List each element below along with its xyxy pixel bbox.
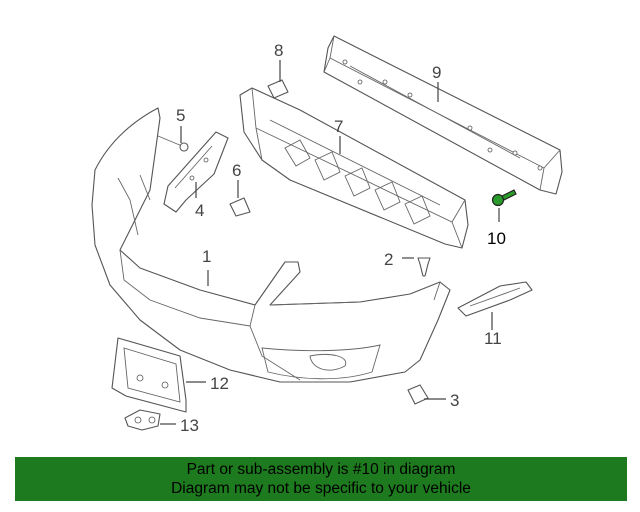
callout-9: 9 bbox=[432, 63, 441, 82]
callout-2: 2 bbox=[384, 250, 393, 269]
callout-11: 11 bbox=[484, 329, 502, 348]
parts-diagram: 1 2 3 4 5 6 7 8 9 10 11 12 13 bbox=[91, 35, 563, 435]
bolt-part-10 bbox=[491, 189, 517, 207]
callout-10: 10 bbox=[487, 229, 506, 248]
callout-7: 7 bbox=[334, 117, 343, 136]
screw-part bbox=[417, 257, 431, 277]
callout-1: 1 bbox=[202, 247, 211, 266]
callout-8: 8 bbox=[274, 41, 283, 60]
callout-4: 4 bbox=[195, 201, 204, 220]
diagram-canvas: 1 2 3 4 5 6 7 8 9 10 11 12 13 bbox=[91, 35, 563, 435]
clip-part bbox=[267, 79, 289, 99]
reinforcement-beam bbox=[323, 35, 563, 195]
leader-lines bbox=[160, 60, 500, 425]
energy-absorber bbox=[239, 87, 469, 249]
callout-13: 13 bbox=[180, 416, 199, 435]
small-clip bbox=[407, 384, 429, 405]
trim-molding bbox=[457, 281, 533, 317]
bumper-cover bbox=[91, 107, 451, 383]
info-banner: Part or sub-assembly is #10 in diagram D… bbox=[15, 457, 627, 501]
push-pin bbox=[157, 135, 189, 152]
callout-6: 6 bbox=[232, 161, 241, 180]
tow-hook-cover bbox=[124, 409, 161, 431]
callout-5: 5 bbox=[176, 106, 185, 125]
callout-3: 3 bbox=[450, 391, 459, 410]
small-bracket bbox=[229, 197, 251, 217]
license-plate-bracket bbox=[111, 337, 187, 413]
banner-line-2: Diagram may not be specific to your vehi… bbox=[171, 480, 471, 497]
bumper-bracket bbox=[163, 131, 229, 213]
banner-line-1: Part or sub-assembly is #10 in diagram bbox=[186, 461, 456, 478]
callout-12: 12 bbox=[210, 374, 229, 393]
